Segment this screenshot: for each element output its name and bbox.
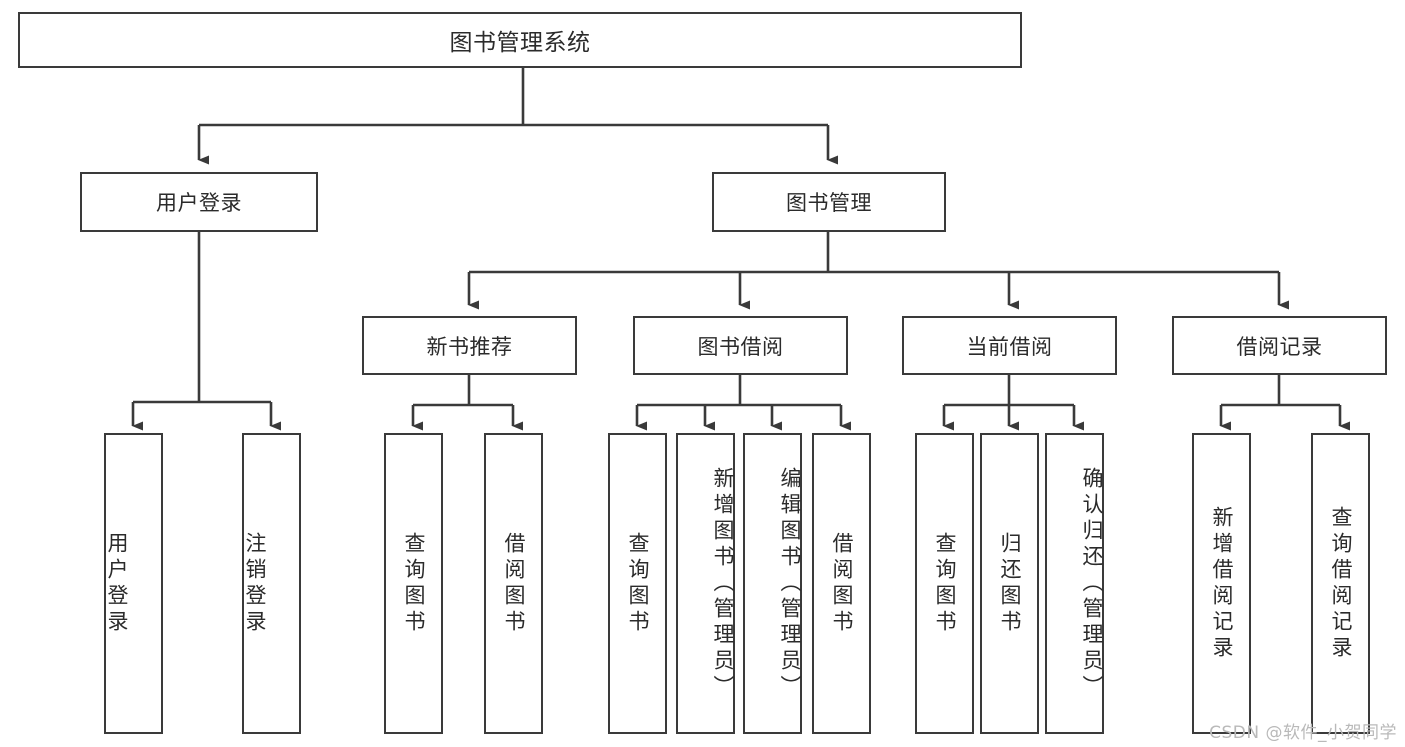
- leaf-label: 新增图书（管理员）: [711, 466, 735, 701]
- node-current-borrow[interactable]: 当前借阅: [902, 316, 1117, 375]
- leaf-label: 用户登录: [105, 531, 129, 636]
- node-user-login[interactable]: 用户登录: [80, 172, 318, 232]
- node-book-manage[interactable]: 图书管理: [712, 172, 946, 232]
- leaf-query-book-current[interactable]: 查询图书: [915, 433, 974, 734]
- node-book-borrow[interactable]: 图书借阅: [633, 316, 848, 375]
- leaf-label: 查询图书: [933, 531, 957, 636]
- csdn-watermark: CSDN @软件_小贺同学: [1209, 723, 1397, 743]
- leaf-return-book[interactable]: 归还图书: [980, 433, 1039, 734]
- node-borrow-record[interactable]: 借阅记录: [1172, 316, 1387, 375]
- leaf-label: 查询图书: [402, 531, 426, 636]
- leaf-label: 借阅图书: [502, 531, 526, 636]
- leaf-logout[interactable]: 注销登录: [242, 433, 301, 734]
- leaf-borrow-book[interactable]: 借阅图书: [812, 433, 871, 734]
- leaf-label: 编辑图书（管理员）: [778, 466, 802, 701]
- leaf-label: 新增借阅记录: [1210, 505, 1234, 662]
- leaf-label: 借阅图书: [830, 531, 854, 636]
- leaf-add-book[interactable]: 新增图书（管理员）: [676, 433, 735, 734]
- leaf-edit-book[interactable]: 编辑图书（管理员）: [743, 433, 802, 734]
- leaf-query-book-recommend[interactable]: 查询图书: [384, 433, 443, 734]
- node-root-book-management-system[interactable]: 图书管理系统: [18, 12, 1022, 68]
- leaf-add-borrow-record[interactable]: 新增借阅记录: [1192, 433, 1251, 734]
- node-new-book-recommend[interactable]: 新书推荐: [362, 316, 577, 375]
- leaf-borrow-book-recommend[interactable]: 借阅图书: [484, 433, 543, 734]
- leaf-query-borrow-record[interactable]: 查询借阅记录: [1311, 433, 1370, 734]
- leaf-label: 查询图书: [626, 531, 650, 636]
- leaf-user-login[interactable]: 用户登录: [104, 433, 163, 734]
- leaf-confirm-return[interactable]: 确认归还（管理员）: [1045, 433, 1104, 734]
- leaf-label: 注销登录: [243, 531, 267, 636]
- leaf-label: 归还图书: [998, 531, 1022, 636]
- leaf-label: 查询借阅记录: [1329, 505, 1353, 662]
- leaf-query-book-borrow[interactable]: 查询图书: [608, 433, 667, 734]
- leaf-label: 确认归还（管理员）: [1080, 466, 1104, 701]
